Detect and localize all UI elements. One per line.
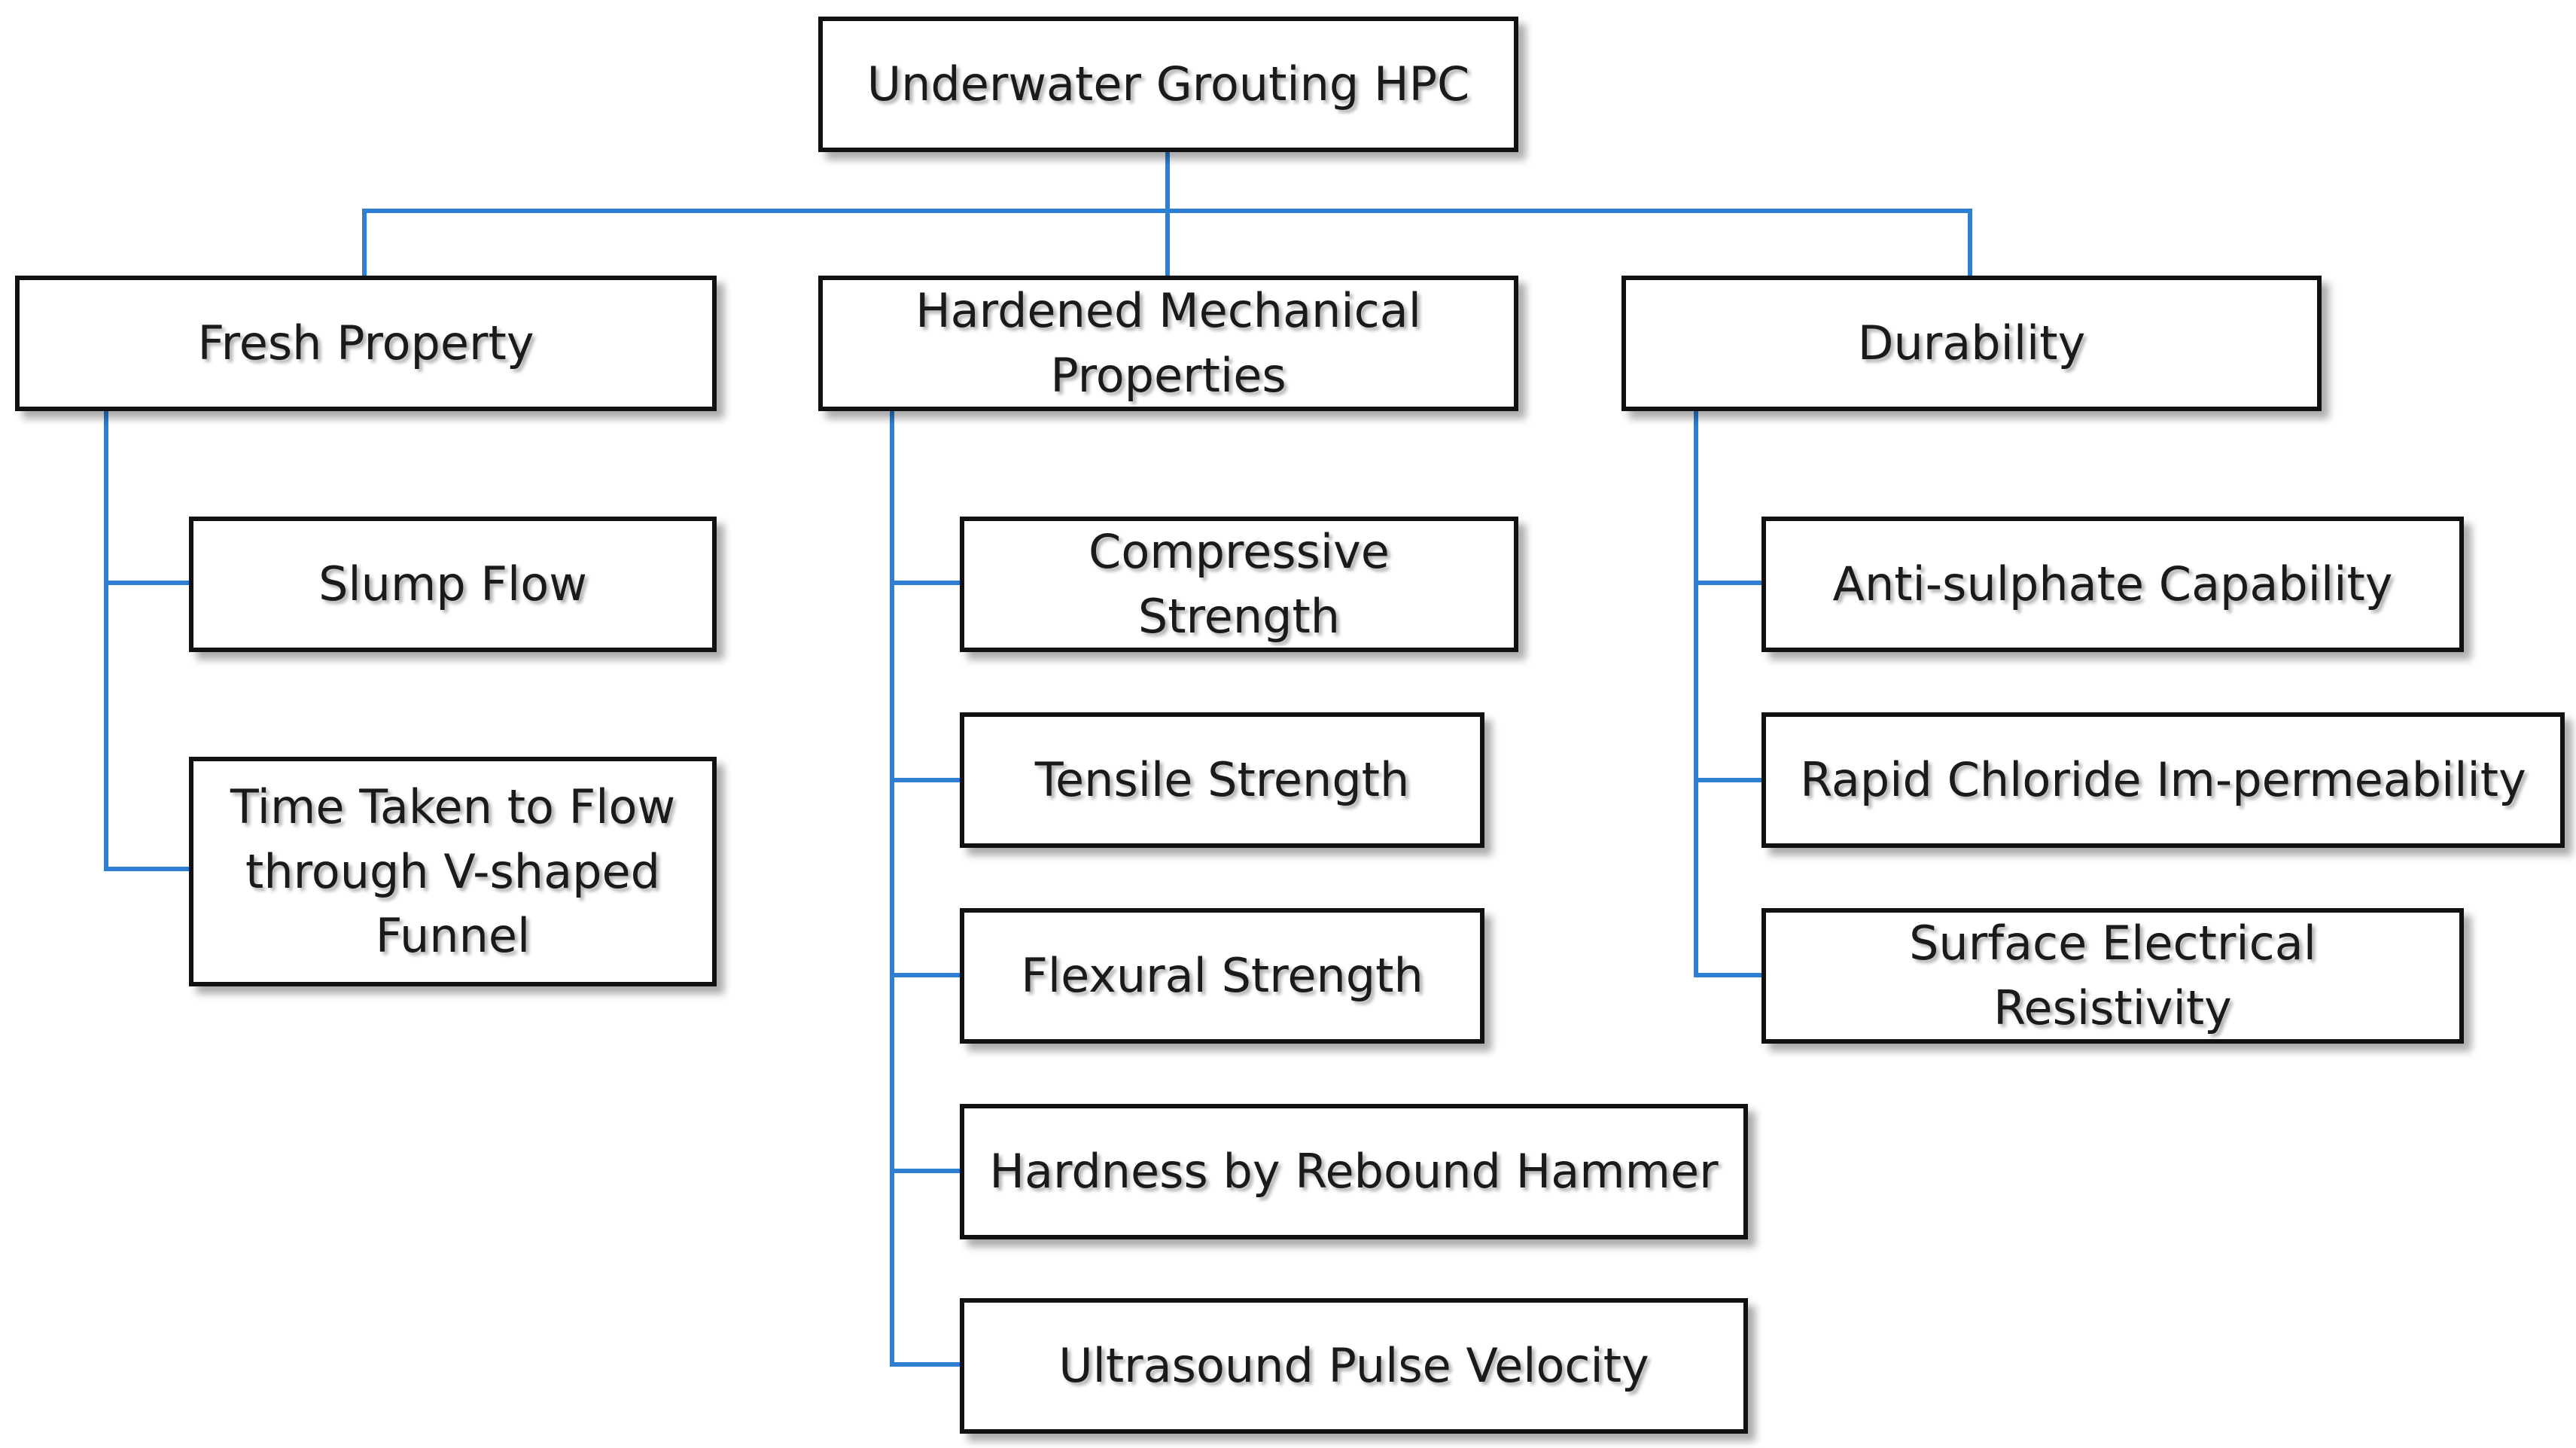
category-node-hardened-mechanical-properties: Hardened Mechanical Properties [818,276,1518,411]
leaf-label: Flexural Strength [1021,948,1423,1004]
leaf-label: Anti-sulphate Capability [1832,556,2393,612]
leaf-node-anti-sulphate-capability: Anti-sulphate Capability [1761,517,2464,652]
leaf-label: Rapid Chloride Im-permeability [1800,752,2526,808]
leaf-label: Time Taken to Flow through V-shaped Funn… [230,779,676,964]
leaf-node-slump-flow: Slump Flow [189,517,717,652]
root-node: Underwater Grouting HPC [818,17,1518,152]
leaf-label: Surface Electrical Resistivity [1909,916,2316,1035]
leaf-label: Hardness by Rebound Hammer [989,1144,1719,1200]
category-label: Hardened Mechanical Properties [915,283,1421,403]
category-node-fresh-property: Fresh Property [15,276,717,411]
leaf-node-rapid-chloride-impermeability: Rapid Chloride Im-permeability [1761,712,2565,848]
leaf-node-ultrasound-pulse-velocity: Ultrasound Pulse Velocity [960,1298,1748,1434]
leaf-node-surface-electrical-resistivity: Surface Electrical Resistivity [1761,908,2464,1044]
leaf-label: Compressive Strength [1089,524,1390,644]
leaf-node-v-funnel-flow-time: Time Taken to Flow through V-shaped Funn… [189,757,717,986]
leaf-label: Tensile Strength [1034,752,1410,808]
category-label: Durability [1857,316,2086,371]
category-label: Fresh Property [197,316,534,371]
leaf-node-tensile-strength: Tensile Strength [960,712,1484,848]
leaf-label: Slump Flow [318,556,587,612]
leaf-node-compressive-strength: Compressive Strength [960,517,1518,652]
category-node-durability: Durability [1621,276,2322,411]
leaf-node-rebound-hammer-hardness: Hardness by Rebound Hammer [960,1104,1748,1239]
leaf-label: Ultrasound Pulse Velocity [1058,1338,1649,1394]
leaf-node-flexural-strength: Flexural Strength [960,908,1484,1044]
root-node-label: Underwater Grouting HPC [866,56,1470,112]
